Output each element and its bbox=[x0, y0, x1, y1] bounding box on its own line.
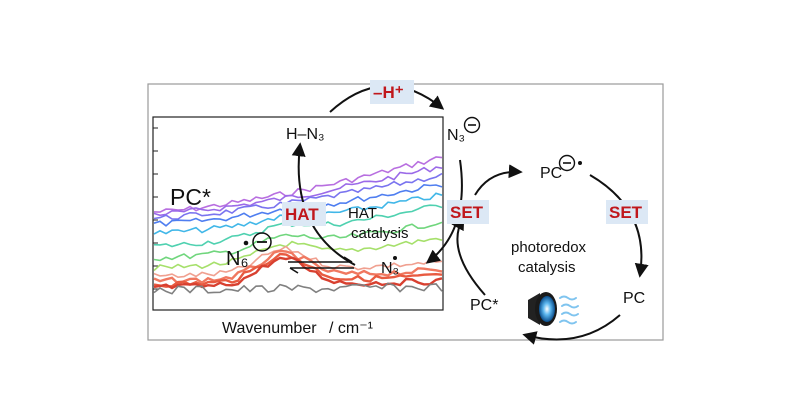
species-n3-anion: N₃ bbox=[447, 127, 465, 144]
equilibrium-arrows bbox=[288, 256, 354, 274]
spectrum-trace bbox=[153, 156, 443, 213]
equilibrium-forward-head bbox=[343, 256, 353, 263]
spectrum-trace bbox=[153, 237, 443, 272]
species-pc-anion: PC bbox=[540, 165, 562, 182]
radical-dot-icon bbox=[243, 240, 249, 246]
x-axis-label: Wavenumber / cm⁻¹ bbox=[222, 320, 373, 337]
species-n3-radical: N₃ bbox=[381, 260, 399, 277]
species-hn3: H–N₃ bbox=[286, 126, 325, 143]
anion-charge-icon bbox=[558, 154, 576, 172]
set-label-right: SET bbox=[609, 203, 643, 222]
photoredox-center-line1: photoredox bbox=[511, 239, 587, 256]
h-plus-box bbox=[370, 80, 414, 104]
photoredox-cycle bbox=[451, 164, 649, 345]
arrow-pc-to-pcstar bbox=[522, 314, 621, 345]
species-pc-star: PC* bbox=[470, 297, 498, 314]
radical-dot-icon bbox=[393, 256, 397, 260]
arrow-pcstar-to-set bbox=[451, 215, 486, 296]
arrow-to-pc-anion bbox=[474, 164, 523, 196]
spectrum-traces bbox=[153, 156, 443, 295]
hat-box bbox=[282, 202, 326, 226]
spectrum-trace bbox=[153, 245, 443, 279]
equilibrium-backward-head bbox=[289, 267, 299, 274]
species-n6: N₆ bbox=[226, 248, 249, 270]
spectrum-trace bbox=[153, 166, 443, 217]
photoredox-center-line2: catalysis bbox=[518, 259, 576, 276]
set-box-right bbox=[606, 200, 648, 224]
hat-center-line2: catalysis bbox=[351, 225, 409, 242]
spectrum-trace bbox=[153, 282, 443, 295]
anion-charge-icon bbox=[252, 232, 272, 252]
set-label-left: SET bbox=[450, 203, 484, 222]
x-axis-title: Wavenumber bbox=[222, 320, 317, 337]
flashlight-icon bbox=[528, 292, 579, 326]
radical-dot-icon bbox=[578, 161, 582, 165]
spectrum-trace bbox=[153, 221, 443, 262]
spectrum-plot: PC* Wavenumber / cm⁻¹ bbox=[152, 116, 444, 337]
x-axis-unit: / cm⁻¹ bbox=[329, 320, 373, 337]
pc-star-label: PC* bbox=[170, 184, 211, 210]
y-tick-marks bbox=[153, 127, 158, 290]
arrow-pc-anion-to-pc bbox=[589, 174, 649, 278]
species-pc: PC bbox=[623, 290, 645, 307]
plot-axes bbox=[152, 116, 444, 311]
h-plus-label: –H⁺ bbox=[373, 83, 404, 102]
anion-charge-icon bbox=[463, 116, 481, 134]
spectrum-trace bbox=[153, 172, 443, 220]
hat-center-line1: HAT bbox=[348, 205, 377, 222]
set-box-left bbox=[447, 200, 489, 224]
hat-label: HAT bbox=[285, 205, 319, 224]
